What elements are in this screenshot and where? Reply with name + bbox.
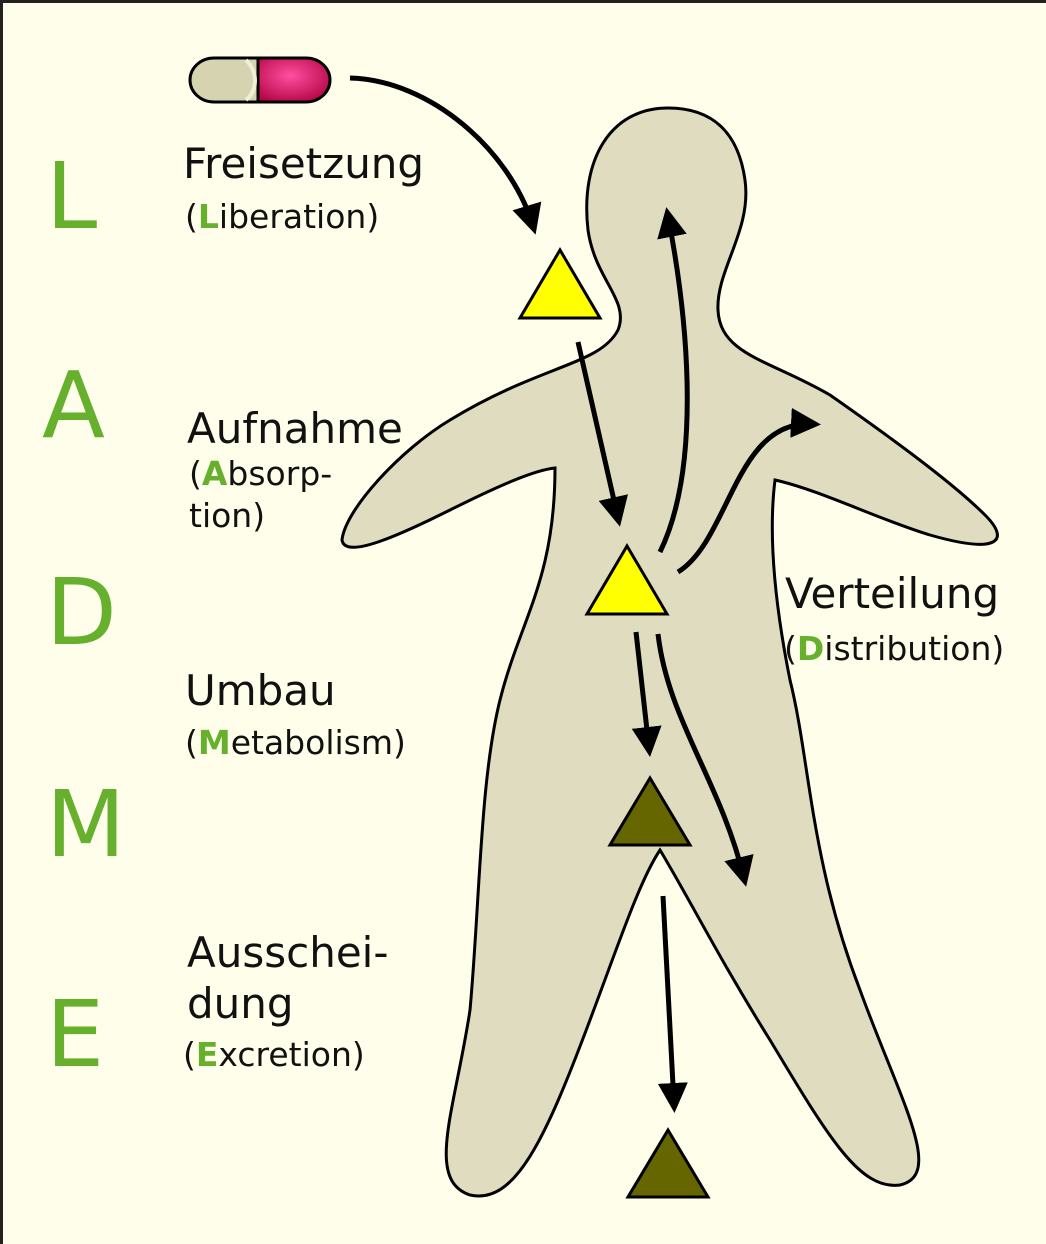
arrows <box>349 75 821 1113</box>
arrow-distribution-up <box>657 207 690 554</box>
arrow-excretion <box>657 895 688 1113</box>
metabolism-title: Umbau <box>185 666 336 715</box>
triangle-metabolite-icon <box>625 1127 711 1199</box>
triangle-drug-icon <box>517 247 603 320</box>
pill-capsule-icon <box>188 56 332 104</box>
arrow-distribution-leg <box>655 633 754 887</box>
arrow-distribution-arm <box>676 407 821 575</box>
acronym-letter-d: D <box>46 559 117 666</box>
distribution-title: Verteilung <box>785 569 999 618</box>
metabolism-subtitle: (Metabolism) <box>185 723 406 762</box>
acronym-letter-a: A <box>42 352 105 459</box>
excretion-subtitle: (Excretion) <box>183 1035 365 1074</box>
arrow-metabolism <box>631 631 662 757</box>
triangle-drug-icon <box>584 543 670 616</box>
liberation-subtitle: (Liberation) <box>185 197 379 236</box>
acronym-letter-l: L <box>46 143 97 250</box>
acronym-letter-e: E <box>46 981 104 1088</box>
arrow-absorption <box>575 341 628 527</box>
excretion-title-line1: Ausschei- <box>187 928 389 977</box>
excretion-title-line2: dung <box>187 979 294 1028</box>
acronym-letter-m: M <box>46 771 125 878</box>
triangle-metabolite-icon <box>607 775 693 847</box>
liberation-title: Freisetzung <box>183 139 424 188</box>
absorption-subtitle: (Absorp- <box>189 454 332 493</box>
human-body-silhouette <box>340 106 999 1198</box>
absorption-title: Aufnahme <box>187 404 403 453</box>
distribution-subtitle: (Distribution) <box>784 629 1004 668</box>
absorption-subtitle-line2: tion) <box>189 496 265 535</box>
arrow-liberation <box>349 75 542 235</box>
